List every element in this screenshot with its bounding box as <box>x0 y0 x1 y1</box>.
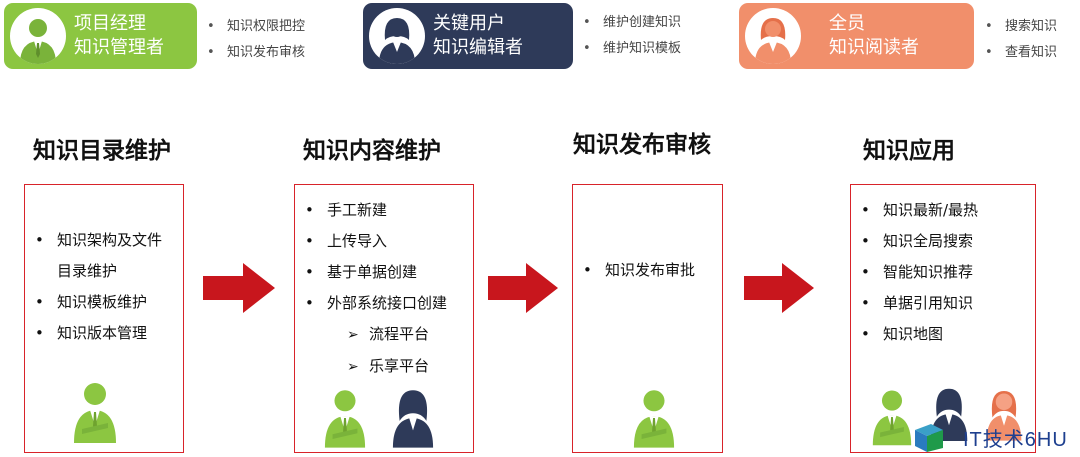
list-item: 基于单据创建 <box>305 257 447 288</box>
role-title: 全员 <box>829 13 865 34</box>
list-item: 手工新建 <box>305 195 447 226</box>
list-item: 知识模板维护 <box>35 287 162 318</box>
list-item-continuation: 目录维护 <box>57 262 118 280</box>
list-item: 智能知识推荐 <box>861 257 978 288</box>
male-manager-icon <box>72 381 118 447</box>
flow-arrow-icon <box>744 263 814 313</box>
duty-item: 知识权限把控 <box>207 14 305 40</box>
stage-box-catalog: 知识架构及文件 目录维护 知识模板维护 知识版本管理 <box>24 184 184 453</box>
male-manager-icon <box>871 387 913 451</box>
role-subtitle: 知识管理者 <box>74 37 164 58</box>
stage-title-catalog: 知识目录维护 <box>33 138 171 164</box>
stage-title-content: 知识内容维护 <box>303 138 441 164</box>
flow-arrow-icon <box>203 263 275 313</box>
role-badge-editor: 关键用户 知识编辑者 <box>363 3 573 69</box>
stage-list: 知识发布审批 <box>583 255 695 286</box>
female-editor-icon <box>391 387 435 453</box>
male-manager-icon <box>10 8 66 64</box>
stage-list: 手工新建 上传导入 基于单据创建 外部系统接口创建 流程平台 乐享平台 <box>305 195 447 383</box>
wechat-logo-icon <box>915 424 943 452</box>
stage-box-publish: 知识发布审批 <box>572 184 723 453</box>
list-item: 知识发布审批 <box>583 255 695 286</box>
female-editor-icon <box>369 8 425 64</box>
role-badge-manager: 项目经理 知识管理者 <box>4 3 197 69</box>
sub-list-item: 流程平台 <box>305 319 447 351</box>
list-item: 上传导入 <box>305 226 447 257</box>
watermark-text: IT技术6HU <box>963 428 1068 451</box>
duty-item: 查看知识 <box>985 40 1057 66</box>
stage-title-publish: 知识发布审核 <box>573 132 711 158</box>
sub-list-item: 乐享平台 <box>305 351 447 383</box>
watermark: IT技术6HU <box>913 422 1068 452</box>
editor-duties: 维护创建知识 维护知识模板 <box>583 10 681 62</box>
role-subtitle: 知识编辑者 <box>433 37 523 58</box>
duty-item: 搜索知识 <box>985 14 1057 40</box>
role-title: 项目经理 <box>74 13 146 34</box>
reader-duties: 搜索知识 查看知识 <box>985 14 1057 66</box>
male-manager-icon <box>632 387 676 453</box>
list-item: 知识地图 <box>861 319 978 350</box>
stage-title-application: 知识应用 <box>863 138 955 164</box>
female-reader-icon <box>985 387 1023 447</box>
list-item: 单据引用知识 <box>861 288 978 319</box>
role-title: 关键用户 <box>433 13 505 34</box>
list-item: 知识最新/最热 <box>861 195 978 226</box>
stage-box-content: 手工新建 上传导入 基于单据创建 外部系统接口创建 流程平台 乐享平台 <box>294 184 474 453</box>
stage-list: 知识架构及文件 目录维护 知识模板维护 知识版本管理 <box>35 225 162 349</box>
duty-item: 知识发布审核 <box>207 40 305 66</box>
list-item: 知识架构及文件 <box>35 225 162 256</box>
flow-arrow-icon <box>488 263 558 313</box>
duty-item: 维护创建知识 <box>583 10 681 36</box>
male-manager-icon <box>323 387 367 453</box>
stage-box-application: 知识最新/最热 知识全局搜索 智能知识推荐 单据引用知识 知识地图 <box>850 184 1036 453</box>
list-item: 知识全局搜索 <box>861 226 978 257</box>
role-subtitle: 知识阅读者 <box>829 37 919 58</box>
list-item: 知识版本管理 <box>35 318 162 349</box>
list-item: 外部系统接口创建 <box>305 288 447 319</box>
stage-list: 知识最新/最热 知识全局搜索 智能知识推荐 单据引用知识 知识地图 <box>861 195 978 350</box>
role-badge-reader: 全员 知识阅读者 <box>739 3 974 69</box>
female-reader-icon <box>745 8 801 64</box>
manager-duties: 知识权限把控 知识发布审核 <box>207 14 305 66</box>
duty-item: 维护知识模板 <box>583 36 681 62</box>
